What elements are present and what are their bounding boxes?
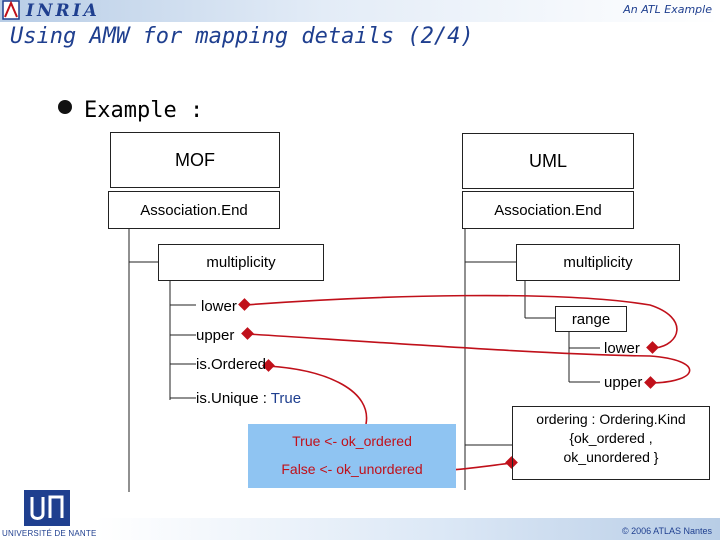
mof-multiplicity-box: multiplicity	[158, 244, 324, 281]
uml-package-label: UML	[528, 150, 567, 171]
inria-logo-text: INRIA	[26, 1, 100, 21]
uml-range-label: range	[571, 310, 611, 328]
mof-package-box: MOF	[110, 132, 280, 188]
bullet-text: Example :	[84, 98, 204, 123]
mof-isunique-value: True	[270, 390, 302, 407]
uml-package-box: UML	[462, 133, 634, 189]
university-name: UNIVERSITÉ DE NANTES	[2, 529, 103, 538]
mof-upper-label: upper	[196, 327, 235, 344]
header-bar	[0, 0, 720, 22]
inria-logo-icon	[2, 0, 20, 20]
mof-isordered-label: is.Ordered	[196, 356, 267, 373]
uml-class-box: Association.End	[462, 191, 634, 229]
mof-multiplicity-label: multiplicity	[206, 254, 276, 271]
uml-range-box: range	[555, 306, 627, 332]
uml-lower-label: lower	[604, 340, 640, 357]
uml-multiplicity-box: multiplicity	[516, 244, 680, 281]
mapping-line1: True <- ok_ordered	[292, 433, 412, 449]
bullet-dot-icon	[58, 100, 72, 114]
footer-bar	[96, 518, 720, 540]
uml-ordering-box: ordering : Ordering.Kind {ok_ordered , o…	[512, 406, 710, 480]
mof-isunique: is.Unique : True	[196, 390, 301, 407]
mof-lower-label: lower	[201, 298, 237, 315]
uml-ordering-line1: ordering : Ordering.Kind	[536, 411, 686, 427]
mof-isunique-label: is.Unique :	[196, 390, 267, 407]
uml-ordering-line2: {ok_ordered ,	[569, 430, 653, 446]
mapping-box: True <- ok_ordered False <- ok_unordered	[248, 424, 456, 488]
uml-multiplicity-label: multiplicity	[563, 254, 633, 271]
mapping-line2: False <- ok_unordered	[281, 461, 423, 477]
uml-class-label: Association.End	[494, 201, 602, 219]
uml-ordering-line3: ok_unordered }	[563, 449, 659, 465]
mof-class-box: Association.End	[108, 191, 280, 229]
university-logo-icon	[24, 490, 70, 526]
uml-upper-label: upper	[604, 374, 643, 391]
header-subtitle: An ATL Example	[623, 3, 712, 16]
copyright-text: © 2006 ATLAS Nantes	[621, 526, 712, 536]
mof-class-label: Association.End	[140, 201, 248, 219]
slide-title: Using AMW for mapping details (2/4)	[10, 24, 474, 49]
mof-package-label: MOF	[175, 149, 215, 170]
